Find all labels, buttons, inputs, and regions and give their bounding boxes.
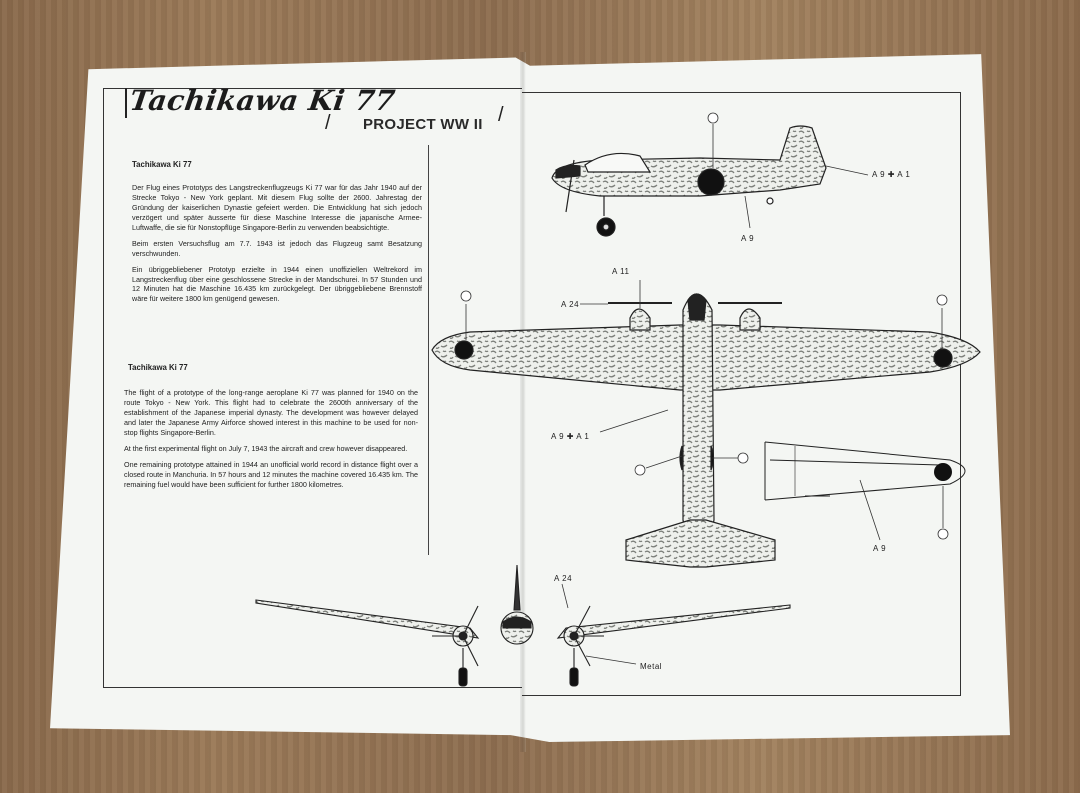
german-paragraph-1: Der Flug eines Prototyps des Langstrecke… xyxy=(132,183,422,232)
callout-side-body: A 9 xyxy=(741,234,755,243)
german-paragraph-3: Ein übriggebliebener Prototyp erzielte i… xyxy=(132,264,422,304)
english-paragraph-3: One remaining prototype attained in 1944… xyxy=(124,459,418,489)
sheet-fold xyxy=(520,52,526,752)
right-page-frame xyxy=(522,92,961,696)
wing-underside-detail xyxy=(764,441,966,501)
column-divider xyxy=(428,145,429,555)
english-text: The flight of a prototype of the long-ra… xyxy=(124,388,418,495)
front-view-aircraft xyxy=(255,564,791,687)
english-paragraph-1: The flight of a prototype of the long-ra… xyxy=(124,388,418,437)
german-heading: Tachikawa Ki 77 xyxy=(132,160,192,169)
callout-front-prop: A 24 xyxy=(554,574,573,583)
callout-top-body: A 9 ✚ A 1 xyxy=(551,432,590,441)
slash-mark: / xyxy=(325,112,331,134)
german-text: Der Flug eines Prototyps des Langstrecke… xyxy=(132,183,422,310)
callout-wing-detail: A 9 xyxy=(873,544,887,553)
german-paragraph-2: Beim ersten Versuchsflug am 7.7. 1943 is… xyxy=(132,238,422,258)
callout-top-nacelle: A 11 xyxy=(612,267,630,276)
slash-mark: / xyxy=(498,104,504,126)
title-bar-mark xyxy=(125,88,127,118)
english-heading: Tachikawa Ki 77 xyxy=(128,363,188,372)
side-view-aircraft xyxy=(551,125,827,237)
callout-side-tail: A 9 ✚ A 1 xyxy=(872,170,911,179)
project-label: PROJECT WW II xyxy=(363,116,483,133)
top-view-aircraft xyxy=(431,293,981,568)
english-paragraph-2: At the first experimental flight on July… xyxy=(124,443,408,453)
callout-top-prop: A 24 xyxy=(561,300,580,309)
callout-front-metal: Metal xyxy=(640,662,663,671)
left-page-frame xyxy=(103,88,522,688)
